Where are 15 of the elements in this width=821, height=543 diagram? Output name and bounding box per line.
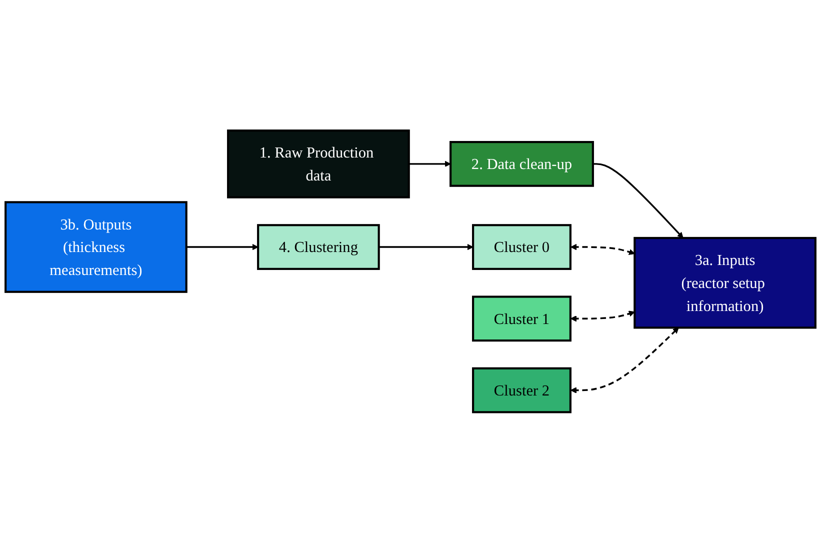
node-box: Cluster 2 xyxy=(472,367,572,414)
node-box: 3a. Inputs (reactor setup information) xyxy=(634,237,816,329)
arrow xyxy=(592,163,684,238)
node-box: 1. Raw Production data xyxy=(227,130,410,198)
arrow xyxy=(408,161,451,168)
arrow xyxy=(570,244,635,256)
arrow xyxy=(570,328,679,394)
node-box: 3b. Outputs (thickness measurements) xyxy=(4,201,188,294)
arrow xyxy=(570,310,635,322)
node-box: 2. Data clean-up xyxy=(450,141,594,188)
node-box: 4. Clustering xyxy=(257,224,380,270)
node-box: Cluster 0 xyxy=(472,224,572,270)
node-box: Cluster 1 xyxy=(472,296,572,342)
arrow xyxy=(378,244,474,250)
arrow xyxy=(186,244,258,250)
